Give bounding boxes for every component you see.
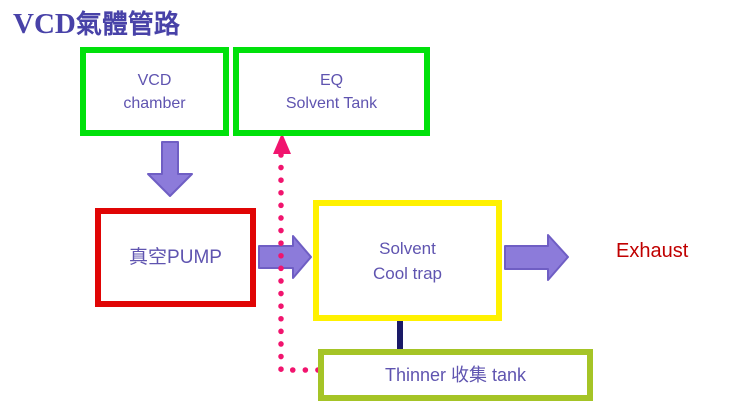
node-eq-solvent-tank: EQ Solvent Tank bbox=[233, 47, 430, 136]
node-solvent-cool-trap: Solvent Cool trap bbox=[313, 200, 502, 321]
dotted-return-arrowhead bbox=[273, 133, 291, 154]
vacuum-pump-label: 真空PUMP bbox=[129, 247, 222, 268]
node-vacuum-pump: 真空PUMP bbox=[95, 208, 256, 307]
exhaust-label: Exhaust bbox=[616, 240, 689, 262]
thinner-collect-tank-label: Thinner 收集 tank bbox=[384, 364, 527, 385]
solvent-cool-trap-line1: Solvent bbox=[379, 238, 436, 258]
right-arrow-trap-to-exhaust bbox=[504, 234, 569, 281]
eq-solvent-tank-line2: Solvent Tank bbox=[285, 94, 378, 112]
solvent-cool-trap-line2: Cool trap bbox=[373, 263, 442, 283]
down-arrow bbox=[147, 141, 193, 197]
eq-solvent-tank-line1: EQ bbox=[319, 71, 344, 89]
vcd-chamber-line2: chamber bbox=[123, 94, 186, 112]
right-arrow-pump-to-trap bbox=[258, 235, 312, 279]
node-vcd-chamber: VCD chamber bbox=[80, 47, 229, 136]
node-thinner-collect-tank: Thinner 收集 tank bbox=[318, 349, 593, 401]
title-latin-text: VCD bbox=[13, 8, 76, 40]
title-cjk-text: 氣體管路 bbox=[75, 9, 180, 39]
navy-connector-line bbox=[397, 317, 403, 351]
page-title: VCD氣體管路 bbox=[13, 4, 180, 41]
vcd-chamber-line1: VCD bbox=[137, 71, 172, 89]
